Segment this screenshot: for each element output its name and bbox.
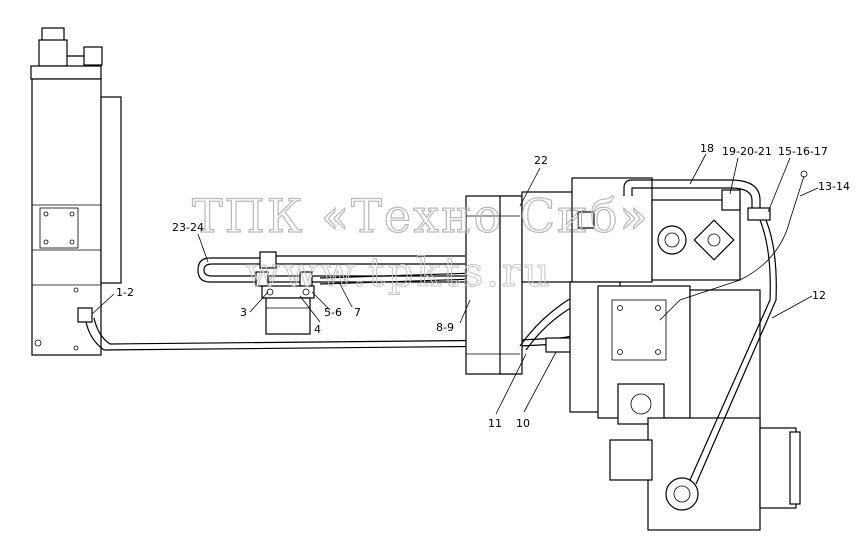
tank-assembly <box>30 27 122 356</box>
callout-18: 18 <box>700 142 714 155</box>
callout-4: 4 <box>314 323 321 336</box>
filter <box>261 285 315 335</box>
callout-10: 10 <box>516 417 530 430</box>
callout-8-9: 8-9 <box>436 321 454 334</box>
callout-5-6: 5-6 <box>324 306 342 319</box>
watermark: ТПК «Техно Сиб» www.tpkts.ru <box>191 188 650 296</box>
callout-13-14: 13-14 <box>818 180 850 193</box>
callout-3: 3 <box>240 306 247 319</box>
leader-lines <box>91 153 819 415</box>
wire-13-14 <box>659 170 808 321</box>
watermark-line1: ТПК «Техно Сиб» <box>192 189 650 243</box>
callout-12: 12 <box>812 289 826 302</box>
callout-15-16-17: 15-16-17 <box>778 145 828 158</box>
callout-11: 11 <box>488 417 502 430</box>
callout-23-24: 23-24 <box>172 221 204 234</box>
callout-7: 7 <box>354 306 361 319</box>
watermark-line2: www.tpkts.ru <box>246 250 553 296</box>
callout-1-2: 1-2 <box>116 286 134 299</box>
callout-labels: 1-2 3 4 5-6 7 8-9 10 11 12 13-14 15-16-1… <box>116 142 850 430</box>
callout-22: 22 <box>534 154 548 167</box>
transmission-housing <box>521 177 801 531</box>
pipe-18 <box>623 179 771 221</box>
plate-22 <box>465 195 523 375</box>
callout-19-20-21: 19-20-21 <box>722 145 772 158</box>
